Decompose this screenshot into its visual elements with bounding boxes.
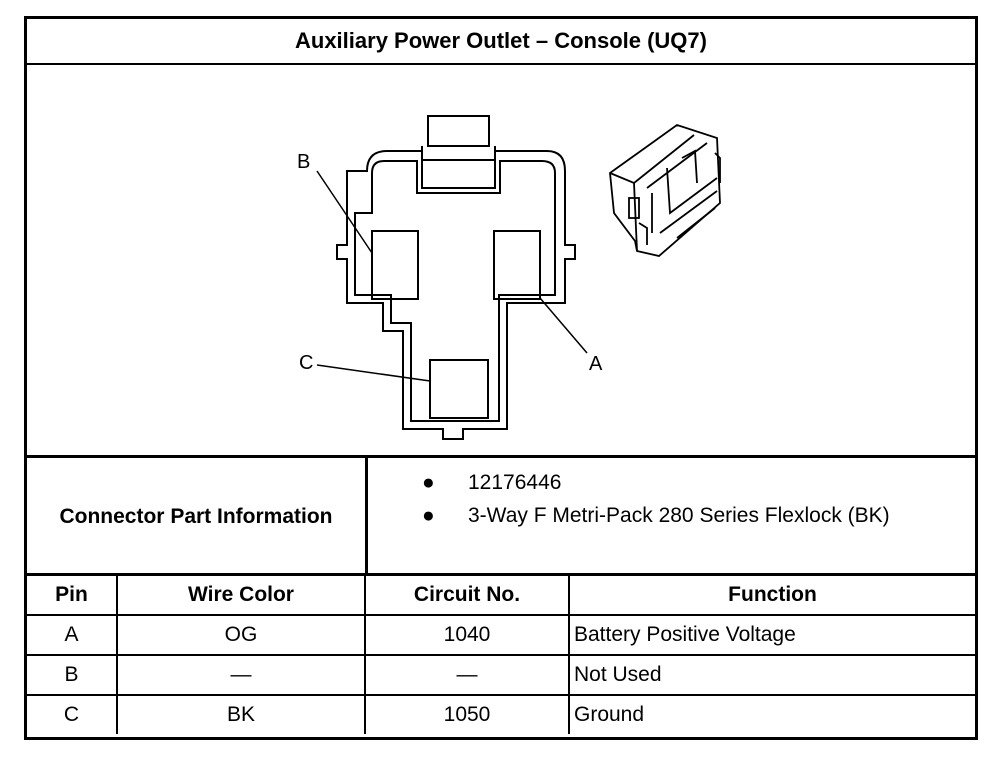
pinout-table: Pin Wire Color Circuit No. Function A OG… — [27, 573, 975, 734]
bullet-icon: ● — [422, 471, 435, 494]
connector-part-info: Connector Part Information ● 12176446 ● … — [27, 455, 975, 575]
circuit-cell: 1040 — [364, 614, 570, 656]
connector-end-view-sheet: Auxiliary Power Outlet – Console (UQ7) — [24, 16, 978, 740]
wire-color-cell: BK — [116, 694, 366, 734]
pin-cell: A — [27, 614, 118, 656]
callout-b: B — [297, 151, 310, 173]
wire-color-cell: — — [116, 654, 366, 696]
header-pin: Pin — [27, 573, 118, 616]
header-wire-color: Wire Color — [116, 573, 366, 616]
wire-color-cell: OG — [116, 614, 366, 656]
callout-a: A — [589, 353, 603, 375]
function-cell: Ground — [568, 694, 975, 734]
connector-part-info-list: ● 12176446 ● 3-Way F Metri-Pack 280 Seri… — [368, 458, 975, 575]
circuit-cell: — — [364, 654, 570, 696]
pin-cell: B — [27, 654, 118, 696]
function-cell: Battery Positive Voltage — [568, 614, 975, 656]
header-function: Function — [568, 573, 975, 616]
list-item: ● 3-Way F Metri-Pack 280 Series Flexlock… — [422, 504, 890, 528]
bullet-icon: ● — [422, 504, 435, 527]
connector-3d-view-icon — [609, 124, 721, 257]
callout-c: C — [299, 352, 313, 374]
connector-description: 3-Way F Metri-Pack 280 Series Flexlock (… — [468, 504, 890, 527]
table-row: B — — Not Used — [27, 654, 975, 696]
table-header-row: Pin Wire Color Circuit No. Function — [27, 573, 975, 616]
part-number: 12176446 — [468, 471, 562, 494]
page-title: Auxiliary Power Outlet – Console (UQ7) — [27, 19, 975, 65]
table-row: A OG 1040 Battery Positive Voltage — [27, 614, 975, 656]
circuit-cell: 1050 — [364, 694, 570, 734]
connector-figure: B A C — [27, 63, 975, 457]
connector-face-diagram-icon — [336, 115, 576, 440]
function-cell: Not Used — [568, 654, 975, 696]
list-item: ● 12176446 — [422, 471, 561, 495]
table-row: C BK 1050 Ground — [27, 694, 975, 734]
pin-cell: C — [27, 694, 118, 734]
header-circuit-no: Circuit No. — [364, 573, 570, 616]
connector-part-info-label: Connector Part Information — [27, 458, 368, 575]
